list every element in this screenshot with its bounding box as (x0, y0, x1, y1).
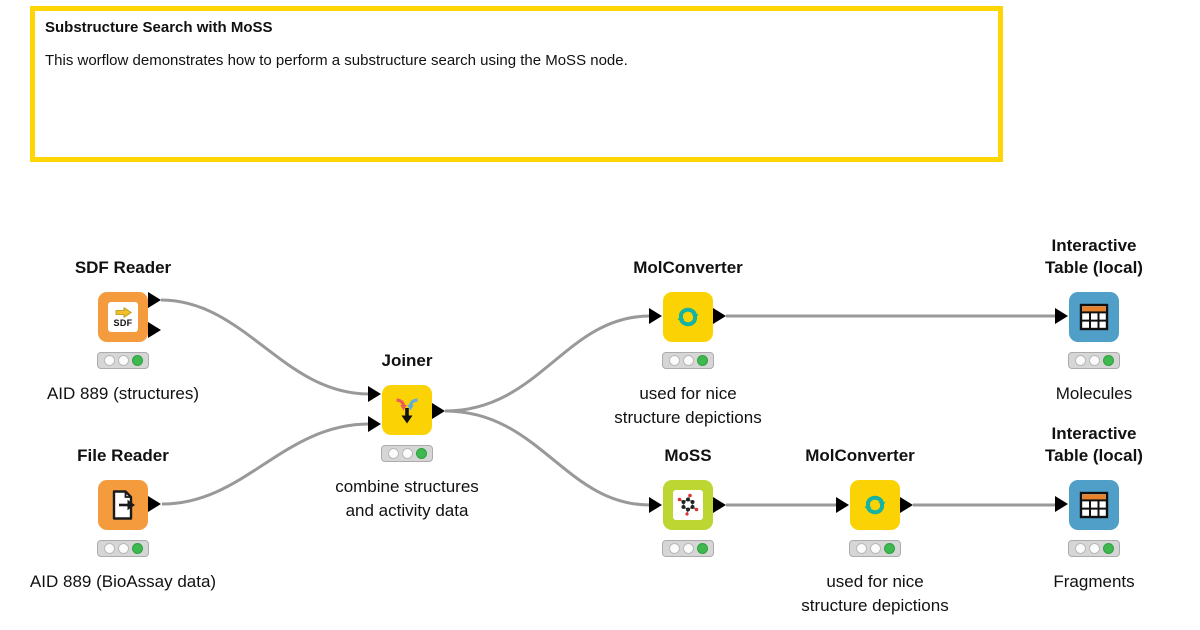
annotation-title: Substructure Search with MoSS (45, 19, 273, 36)
output-port[interactable] (713, 308, 726, 324)
node-label: AID 889 (structures) (46, 384, 200, 403)
annotation-body: This worflow demonstrates how to perform… (45, 52, 628, 69)
status-green-light (1102, 543, 1114, 554)
connection-joiner-to-molconverter-1[interactable] (444, 314, 651, 413)
node-interactive-table-2[interactable]: Interactive Table (local) Fragments (1045, 424, 1143, 591)
input-port[interactable] (368, 386, 381, 402)
node-sdf-reader[interactable]: SDF Reader SDF AID 889 (structures) (47, 258, 199, 403)
input-port[interactable] (649, 497, 662, 513)
node-interactive-table-1[interactable]: Interactive Table (local) Molecules (1045, 236, 1143, 403)
sdf-file-icon: SDF (108, 302, 138, 332)
status-green-light (883, 543, 895, 554)
status-traffic-light (662, 540, 714, 557)
input-port[interactable] (1055, 496, 1068, 512)
node-title: Joiner (381, 351, 433, 370)
node-label: used for nice structure depictions (614, 384, 762, 427)
node-label: Molecules (1055, 384, 1133, 403)
output-port[interactable] (432, 403, 445, 419)
node-body[interactable] (663, 480, 713, 530)
node-label: AID 889 (BioAssay data) (29, 572, 217, 591)
node-body[interactable] (1069, 480, 1119, 530)
output-port[interactable] (148, 322, 161, 338)
input-port[interactable] (368, 416, 381, 432)
node-label: Fragments (1053, 572, 1135, 591)
workflow-annotation[interactable]: Substructure Search with MoSS This worfl… (30, 6, 1003, 162)
node-title: MolConverter (633, 258, 743, 277)
status-traffic-light (1068, 352, 1120, 369)
node-body[interactable]: SDF (98, 292, 148, 342)
table-icon (1079, 303, 1109, 331)
status-traffic-light (381, 445, 433, 462)
node-body[interactable] (1069, 292, 1119, 342)
node-title: File Reader (77, 446, 169, 465)
node-label: used for nice structure depictions (801, 572, 949, 615)
output-port[interactable] (900, 497, 913, 513)
node-body[interactable] (850, 480, 900, 530)
node-title: MolConverter (805, 446, 915, 465)
node-moss[interactable]: MoSS (649, 446, 726, 557)
status-traffic-light (97, 352, 149, 369)
file-export-icon (112, 490, 135, 520)
status-traffic-light (849, 540, 901, 557)
node-label: combine structures and activity data (335, 477, 479, 520)
status-green-light (131, 355, 143, 366)
status-traffic-light (1068, 540, 1120, 557)
node-molconverter-1[interactable]: MolConverter used for nice structure dep… (614, 258, 761, 427)
status-green-light (696, 355, 708, 366)
output-port[interactable] (713, 497, 726, 513)
node-file-reader[interactable]: File Reader AID 889 (BioAssay data) (30, 446, 216, 591)
node-title: Interactive Table (local) (1045, 236, 1143, 277)
node-title: SDF Reader (74, 258, 172, 277)
node-body[interactable] (382, 385, 432, 435)
input-port[interactable] (1055, 308, 1068, 324)
node-body[interactable] (663, 292, 713, 342)
convert-arrows-icon (864, 495, 886, 515)
node-molconverter-2[interactable]: MolConverter used for nice structure dep… (801, 446, 948, 615)
status-green-light (415, 448, 427, 459)
node-title: Interactive Table (local) (1045, 424, 1143, 465)
molecule-icon (673, 490, 703, 520)
connection-sdf-reader-to-joiner[interactable] (160, 298, 370, 396)
node-title: MoSS (664, 446, 712, 465)
join-arrows-icon (396, 398, 418, 424)
status-green-light (131, 543, 143, 554)
node-body[interactable] (98, 480, 148, 530)
table-icon (1079, 491, 1109, 519)
input-port[interactable] (836, 497, 849, 513)
status-traffic-light (662, 352, 714, 369)
status-green-light (696, 543, 708, 554)
status-green-light (1102, 355, 1114, 366)
node-joiner[interactable]: Joiner combine structures and activity d… (335, 351, 479, 520)
output-port[interactable] (148, 292, 161, 308)
status-traffic-light (97, 540, 149, 557)
connection-file-reader-to-joiner[interactable] (161, 422, 370, 506)
connection-joiner-to-moss[interactable] (444, 409, 651, 507)
convert-arrows-icon (677, 307, 699, 327)
output-port[interactable] (148, 496, 161, 512)
input-port[interactable] (649, 308, 662, 324)
